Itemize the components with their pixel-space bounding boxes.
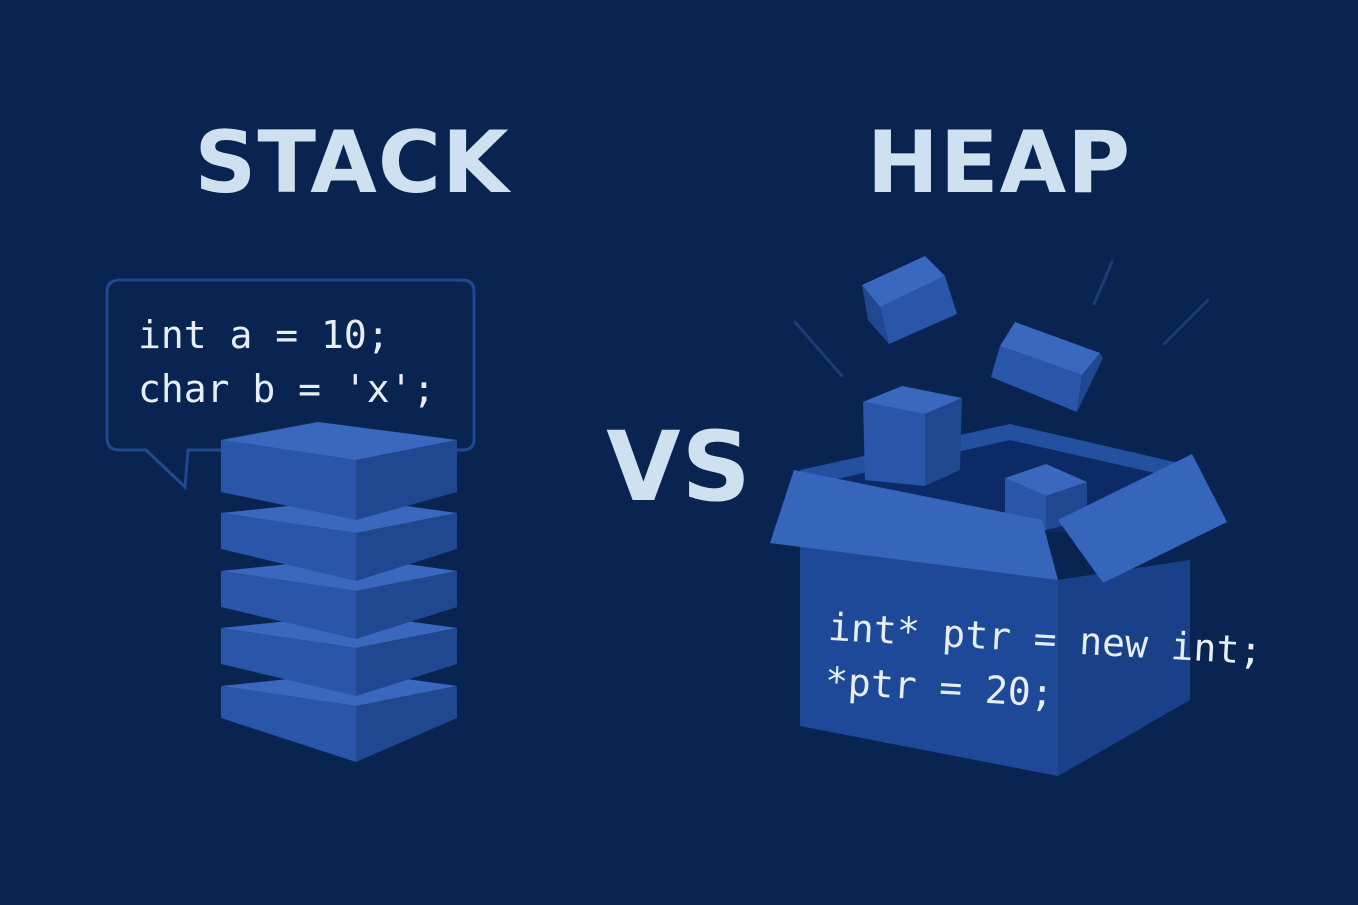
motion-line-top-right [1092, 260, 1114, 306]
heap-title: HEAP [867, 113, 1131, 213]
heap-cube-top-left [862, 256, 957, 344]
stack-code-line-1: int a = 10; [138, 313, 390, 357]
box-right-flap [1058, 454, 1227, 583]
stack-block-1 [221, 422, 457, 520]
speech-bubble-outline [105, 278, 476, 491]
stack-blocks [221, 422, 457, 762]
stack-code-line-2: char b = 'x'; [138, 367, 435, 411]
box-left-flap [770, 470, 1058, 580]
heap-cube-top-right [991, 322, 1103, 412]
motion-line-left [793, 320, 844, 378]
stack-code-bubble: int a = 10; char b = 'x'; [105, 278, 476, 491]
vs-label: VS [606, 411, 751, 523]
motion-lines [793, 260, 1210, 378]
heap-cube-in-box-center [863, 386, 962, 486]
box-right-side [1058, 560, 1190, 776]
heap-box: int* ptr = new int; *ptr = 20; [770, 256, 1263, 776]
motion-line-right [1162, 298, 1210, 346]
stack-title: STACK [194, 113, 512, 213]
